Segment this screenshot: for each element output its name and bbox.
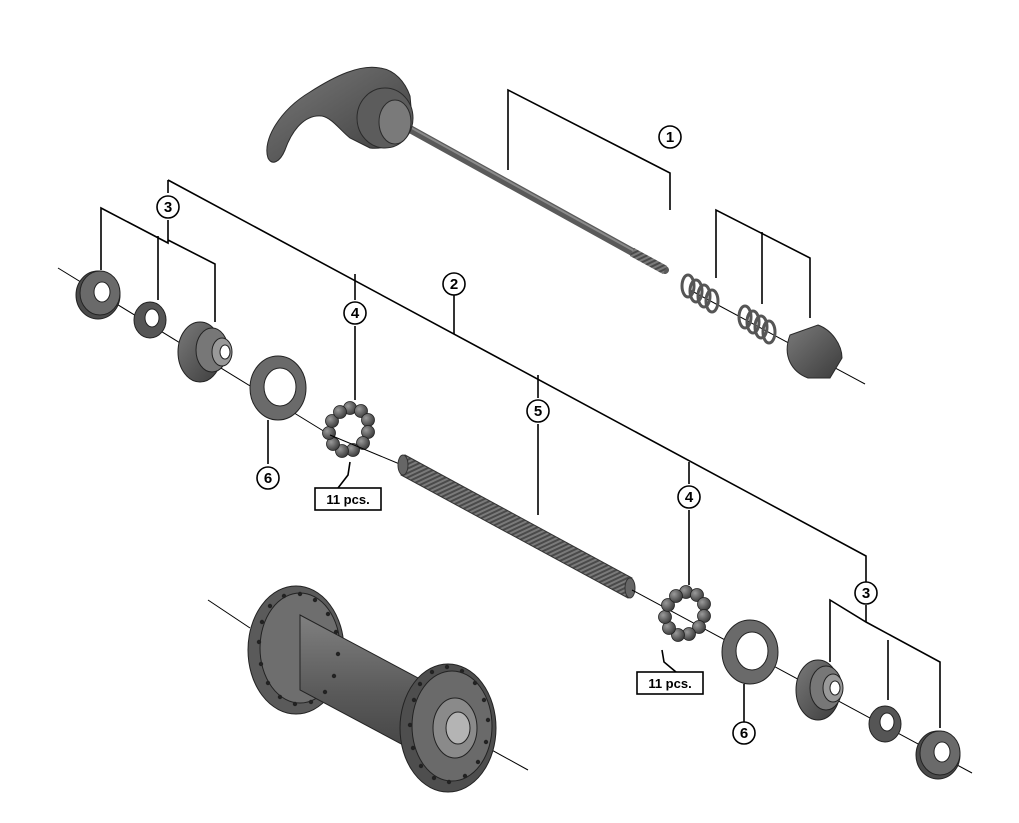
- callout-4-left: 4: [343, 301, 367, 325]
- left-cone: [177, 321, 233, 383]
- left-washer: [133, 301, 167, 339]
- callout-3-right-label: 3: [862, 585, 870, 602]
- quantity-label-right: 11 pcs.: [648, 676, 691, 691]
- axle-axis-right: [631, 589, 741, 649]
- right-dust-cap: [721, 619, 779, 685]
- right-parts: [658, 585, 973, 780]
- skewer-rod: [386, 114, 669, 274]
- callout-4-right-label: 4: [685, 489, 694, 506]
- hub-bore: [445, 711, 471, 745]
- callout-2: 2: [442, 272, 466, 296]
- hub-spoke-holes: [256, 591, 491, 785]
- leader-3a-main: [100, 206, 169, 270]
- callout-6-left: 6: [256, 466, 280, 490]
- callout-2-label: 2: [450, 276, 458, 293]
- leader-3b-main: [829, 598, 941, 728]
- callout-5: 5: [526, 399, 550, 423]
- right-locknut: [915, 730, 961, 780]
- hub-shell: [207, 585, 529, 793]
- callout-5-label: 5: [534, 403, 542, 420]
- callout-6-left-label: 6: [264, 470, 272, 487]
- left-parts: [57, 267, 375, 458]
- leader-1-branch: [715, 208, 811, 318]
- spring-2: [737, 304, 777, 345]
- callout-3-left-label: 3: [164, 199, 172, 216]
- leader-3a-cone: [167, 239, 216, 322]
- skewer-axis-line: [689, 289, 866, 385]
- callout-4-right: 4: [677, 485, 701, 509]
- skewer-thread: [629, 248, 668, 274]
- quantity-box-right: 11 pcs.: [636, 671, 704, 695]
- leader-1-main: [507, 88, 671, 210]
- quick-release-skewer: [266, 66, 866, 385]
- leader-2-bar: [167, 179, 867, 590]
- skewer-rod-highlight: [389, 115, 666, 269]
- axle-end-left: [397, 454, 409, 476]
- skewer-cam-face: [378, 99, 412, 145]
- left-ball-bearings: [322, 401, 375, 458]
- spring-1: [680, 273, 720, 314]
- callout-1: 1: [658, 125, 682, 149]
- callout-6-right: 6: [732, 721, 756, 745]
- quantity-box-left: 11 pcs.: [314, 487, 382, 511]
- axle-axis-left: [329, 434, 403, 466]
- axle-body: [400, 454, 633, 599]
- callout-3-right: 3: [854, 581, 878, 605]
- hub-axis-left: [207, 599, 251, 629]
- quantity-label-left: 11 pcs.: [326, 492, 369, 507]
- leader-qty-left: [337, 461, 351, 489]
- skewer-nut: [786, 324, 843, 379]
- left-locknut: [75, 270, 121, 320]
- right-washer: [868, 705, 902, 743]
- callout-3-left: 3: [156, 195, 180, 219]
- callout-6-right-label: 6: [740, 725, 748, 742]
- leader-lines: [100, 88, 941, 728]
- callout-1-label: 1: [666, 129, 674, 146]
- left-dust-cap: [249, 355, 307, 421]
- right-ball-bearings: [658, 585, 711, 642]
- hub-axle: [329, 434, 741, 649]
- leader-qty-right: [661, 649, 677, 673]
- callout-4-left-label: 4: [351, 305, 360, 322]
- axle-end-right: [624, 577, 636, 599]
- right-cone: [795, 659, 844, 721]
